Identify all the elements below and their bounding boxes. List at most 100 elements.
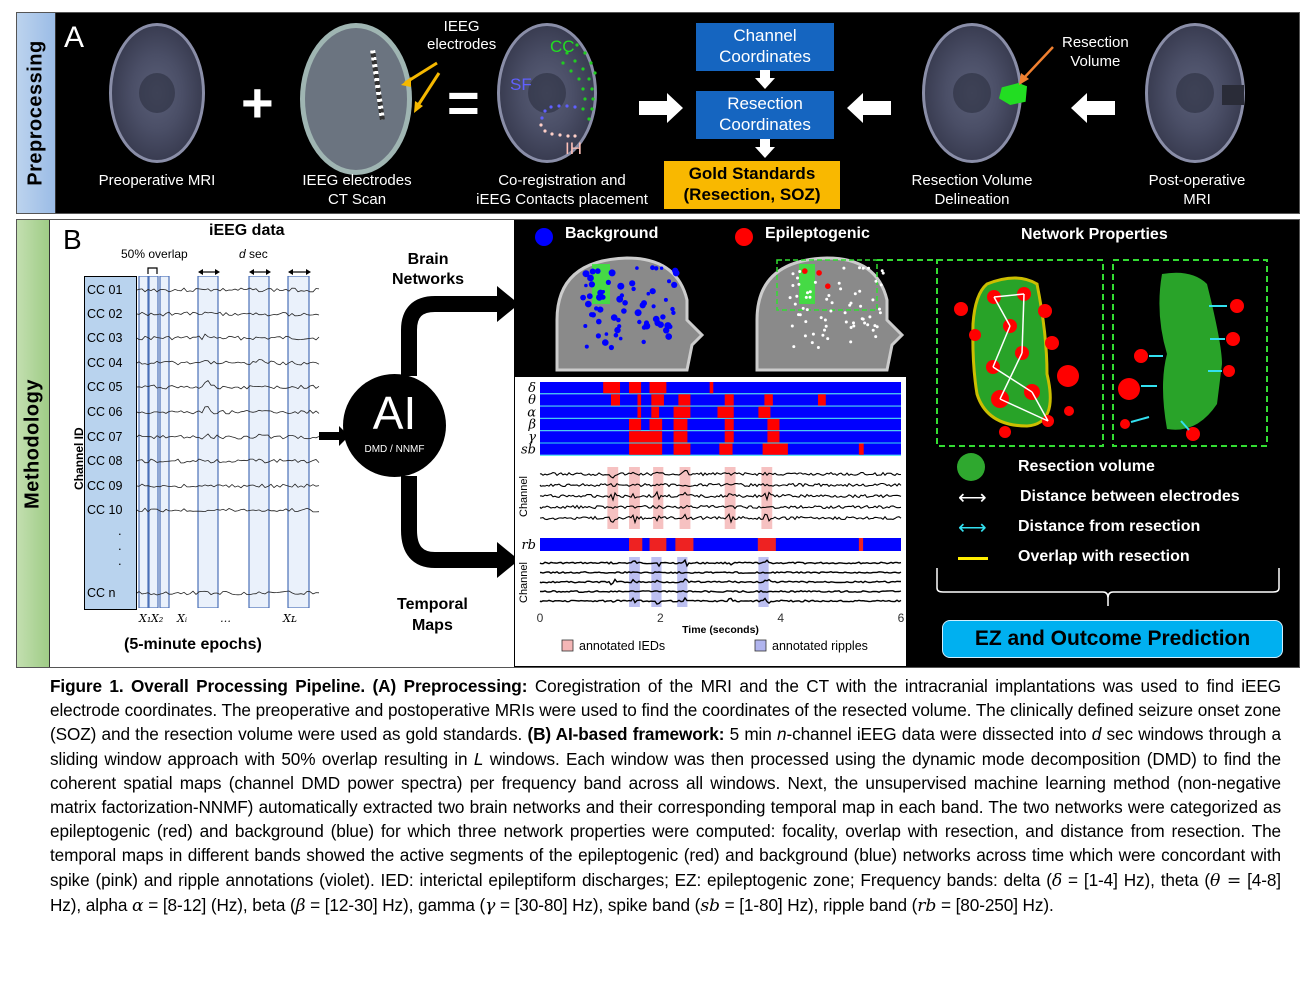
electrode-dot <box>798 270 802 273</box>
electrode-dot <box>813 280 817 284</box>
panel-b-methodology: Methodology B iEEG data 50% overlap d se… <box>16 219 1300 668</box>
resection-volume-shape <box>999 83 1027 105</box>
ellipsis-dot: . <box>118 523 122 538</box>
caption-text: = [1-80] Hz), ripple band ( <box>719 894 918 915</box>
electrode-dot <box>874 279 878 283</box>
box-line: Coordinates <box>719 47 811 66</box>
electrode-dot <box>583 324 588 328</box>
active-segment <box>637 394 642 406</box>
electrode-dot <box>589 268 596 275</box>
electrode-dot <box>827 294 831 297</box>
electrode-dot <box>637 319 642 325</box>
electrode-dot <box>621 308 627 314</box>
electrode-dot <box>821 333 825 337</box>
electrode-dot <box>816 346 820 349</box>
plus-sign: + <box>241 71 274 134</box>
electrode-dot <box>803 334 807 338</box>
electrode-dot <box>646 291 651 296</box>
resection-volume <box>592 264 610 304</box>
down-arrow-icon <box>755 139 775 158</box>
active-segment <box>719 443 733 455</box>
eeg-trace <box>136 406 320 415</box>
rb-label: rb <box>521 538 536 553</box>
band-label: θ <box>528 393 536 408</box>
window-rect <box>248 275 270 609</box>
active-segment <box>724 431 734 443</box>
caption-text: windows. Each window was then processed … <box>50 748 1281 890</box>
caption-postop-mri: Post-operative MRI <box>1127 171 1267 209</box>
caption-resection-delineation: Resection Volume Delineation <box>897 171 1047 209</box>
background-nodes <box>1118 299 1244 441</box>
caption-line: Co-registration and <box>498 172 626 189</box>
greek-beta: β <box>295 895 306 916</box>
eeg-trace <box>136 311 320 317</box>
left-arrow-icon <box>847 93 891 123</box>
region-label-ih: IH <box>565 139 582 158</box>
annot-line: Volume <box>1070 53 1121 70</box>
legend-label: annotated ripples <box>772 639 868 653</box>
eeg-trace <box>136 287 320 293</box>
electrode-dot <box>584 344 589 349</box>
methodology-label: Methodology <box>21 378 44 509</box>
channel-trace <box>539 482 902 488</box>
electrode-dot <box>874 335 878 339</box>
active-segment <box>673 431 688 443</box>
ellipsis-dot: . <box>118 553 122 568</box>
channel-label: CC 09 <box>87 479 123 493</box>
caption-ct-scan: IEEG electrodes CT Scan <box>287 171 427 209</box>
band-label: β <box>527 418 536 433</box>
dmd-nnmf-label: DMD / NNMF <box>364 444 425 455</box>
electrode-dot <box>604 332 609 336</box>
white-double-arrow-icon: ⟷ <box>958 487 987 509</box>
window-rect <box>197 275 219 609</box>
electrode-dot <box>853 292 857 296</box>
active-segment <box>767 431 780 443</box>
active-segment <box>637 406 642 418</box>
arrowhead <box>1019 73 1029 85</box>
electrode-dot <box>618 336 623 341</box>
greek-sb: sb <box>700 895 720 916</box>
caption-text: -channel iEEG data were dissected into <box>786 724 1092 745</box>
brain-networks-arrow <box>401 296 497 376</box>
arrowhead <box>401 77 411 87</box>
active-segment <box>629 382 642 394</box>
ellipsis-dot: . <box>118 538 122 553</box>
active-segment <box>678 394 691 406</box>
caption-italic-d: d <box>1091 724 1102 745</box>
legend-swatch <box>561 639 574 652</box>
electrode-dot <box>878 307 881 311</box>
region-label-sf: SF <box>510 75 532 94</box>
electrode-dot <box>810 341 814 345</box>
down-arrow-icon <box>755 70 775 89</box>
band-label: δ <box>528 381 536 396</box>
background-dot-icon <box>535 228 553 246</box>
overlap-label: 50% overlap <box>121 247 188 261</box>
electrode-dot <box>825 283 831 289</box>
channel-label: CC 10 <box>87 503 123 517</box>
eeg-trace <box>136 483 320 489</box>
electrode-dot <box>663 297 668 302</box>
active-segment <box>758 406 771 418</box>
electrode-dot <box>584 283 588 288</box>
active-segment <box>709 382 714 394</box>
electrode-dot <box>629 280 636 287</box>
coregistration-image <box>497 23 597 163</box>
active-segment <box>651 406 660 418</box>
caption-text: [4-8] Hz), alpha <box>50 869 1281 915</box>
electrode-dot <box>844 320 848 324</box>
legend-distance-between: Distance between electrodes <box>1020 488 1240 505</box>
electrode-dot <box>597 306 604 313</box>
epileptogenic-label: Epileptogenic <box>765 225 870 242</box>
epileptogenic-dot-icon <box>735 228 753 246</box>
electrode-dot <box>830 301 834 305</box>
active-segment <box>817 394 826 406</box>
arrowhead <box>414 101 423 113</box>
electrode-dot <box>867 266 871 270</box>
zoom-box <box>776 259 878 311</box>
electrode-dot <box>614 326 621 334</box>
temporal-maps-arrow <box>401 476 497 568</box>
electrode-dot <box>622 300 628 306</box>
greek-alpha: α <box>132 895 144 916</box>
active-segment <box>649 382 667 394</box>
